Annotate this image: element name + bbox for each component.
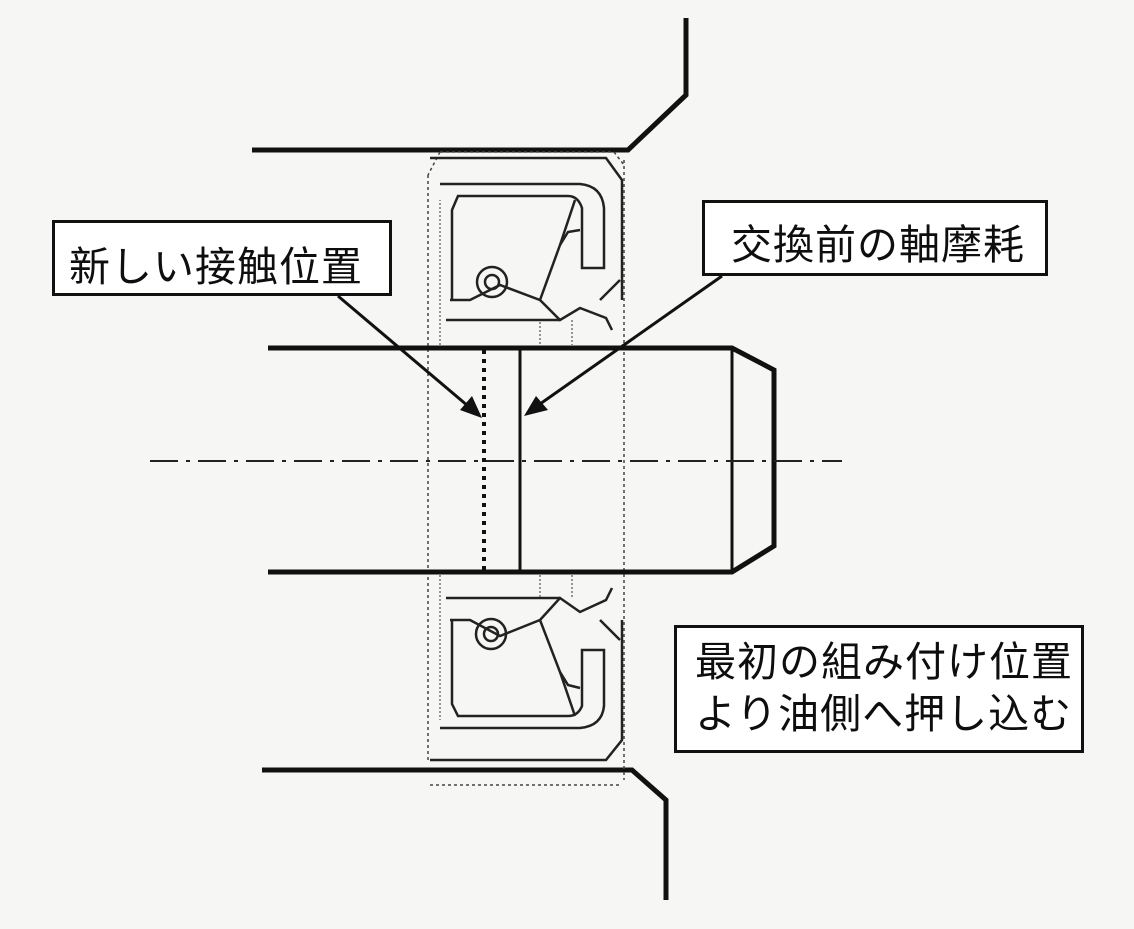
callout-new-contact-position: 新しい接触位置 <box>52 220 392 296</box>
housing-outline-bottom <box>262 767 669 900</box>
callout-shaft-wear: 交換前の軸摩耗 <box>702 200 1048 276</box>
upper-seal-element <box>430 156 624 331</box>
upper-seal-inner-thin <box>439 200 573 345</box>
housing-outline-top <box>252 18 689 153</box>
shaft-outline <box>268 345 777 575</box>
seal-bore-outline <box>427 151 625 786</box>
lower-seal-element <box>430 587 624 762</box>
callout-shaft-wear-text: 交換前の軸摩耗 <box>731 221 1025 269</box>
callout-new-contact-text: 新しい接触位置 <box>69 243 363 291</box>
leader-arrow-shaft-wear <box>524 274 723 416</box>
callout-push-in-line1: 最初の組み付け位置 <box>695 638 1073 686</box>
callout-push-in-instruction: 最初の組み付け位置 より油側へ押し込む <box>674 625 1084 753</box>
leader-arrow-new-contact <box>337 294 482 418</box>
lower-seal-inner-thin <box>439 575 573 720</box>
callout-push-in-line2: より油側へ押し込む <box>695 690 1073 738</box>
